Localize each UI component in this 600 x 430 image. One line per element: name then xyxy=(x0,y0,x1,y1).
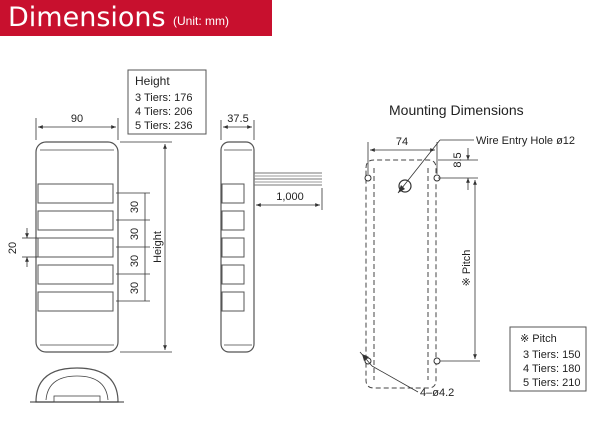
pitch-dim-3: 30 xyxy=(129,255,141,267)
screw-hole-tl xyxy=(364,174,372,182)
pitch-row-5: 5 Tiers: 210 xyxy=(523,377,580,389)
mounting-title: Mounting Dimensions xyxy=(389,102,524,118)
depth-dimension: 37.5 xyxy=(227,113,248,125)
front-tier-3 xyxy=(37,237,114,258)
front-view: 90 Height 30 30 30 30 20 xyxy=(7,113,172,403)
height-row-5: 5 Tiers: 236 xyxy=(135,120,192,132)
height-box-title: Height xyxy=(135,74,170,88)
side-view: 37.5 1,000 xyxy=(220,113,323,353)
base-dome xyxy=(35,367,119,403)
page-title: Dimensions xyxy=(8,2,166,33)
wire-entry-label: Wire Entry Hole ø12 xyxy=(476,135,575,147)
height-dimension: Height xyxy=(152,231,164,263)
width-dimension: 90 xyxy=(71,113,83,125)
pitch-label: ※ Pitch xyxy=(461,250,473,287)
pitch-dim-2: 30 xyxy=(129,228,141,240)
front-tier-1 xyxy=(37,183,114,204)
height-row-4: 4 Tiers: 206 xyxy=(135,106,192,118)
offset-dimension: 8.5 xyxy=(452,152,464,167)
mounting-view: Mounting Dimensions 74 Wire Entry Hole ø… xyxy=(359,102,575,399)
height-row-3: 3 Tiers: 176 xyxy=(135,92,192,104)
screw-label: 4–ø4.2 xyxy=(420,387,454,399)
title-banner: Dimensions (Unit: mm) xyxy=(0,0,272,36)
mounting-width-dimension: 74 xyxy=(396,136,408,148)
height-box: Height 3 Tiers: 176 4 Tiers: 206 5 Tiers… xyxy=(127,69,207,135)
front-tier-5 xyxy=(37,291,114,312)
pitch-box-title: ※ Pitch xyxy=(520,333,557,345)
tier-height-dimension: 20 xyxy=(7,242,19,254)
pitch-row-3: 3 Tiers: 150 xyxy=(523,349,580,361)
pitch-dim-4: 30 xyxy=(129,282,141,294)
cable xyxy=(254,172,322,186)
mounting-outline xyxy=(365,159,437,389)
pitch-box: ※ Pitch 3 Tiers: 150 4 Tiers: 180 5 Tier… xyxy=(509,326,587,392)
unit-label: (Unit: mm) xyxy=(173,14,229,28)
front-tier-2 xyxy=(37,210,114,231)
pitch-dim-1: 30 xyxy=(129,201,141,213)
front-tier-4 xyxy=(37,264,114,285)
screw-hole-br xyxy=(433,357,441,365)
cable-length-dimension: 1,000 xyxy=(276,191,304,203)
pitch-row-4: 4 Tiers: 180 xyxy=(523,363,580,375)
